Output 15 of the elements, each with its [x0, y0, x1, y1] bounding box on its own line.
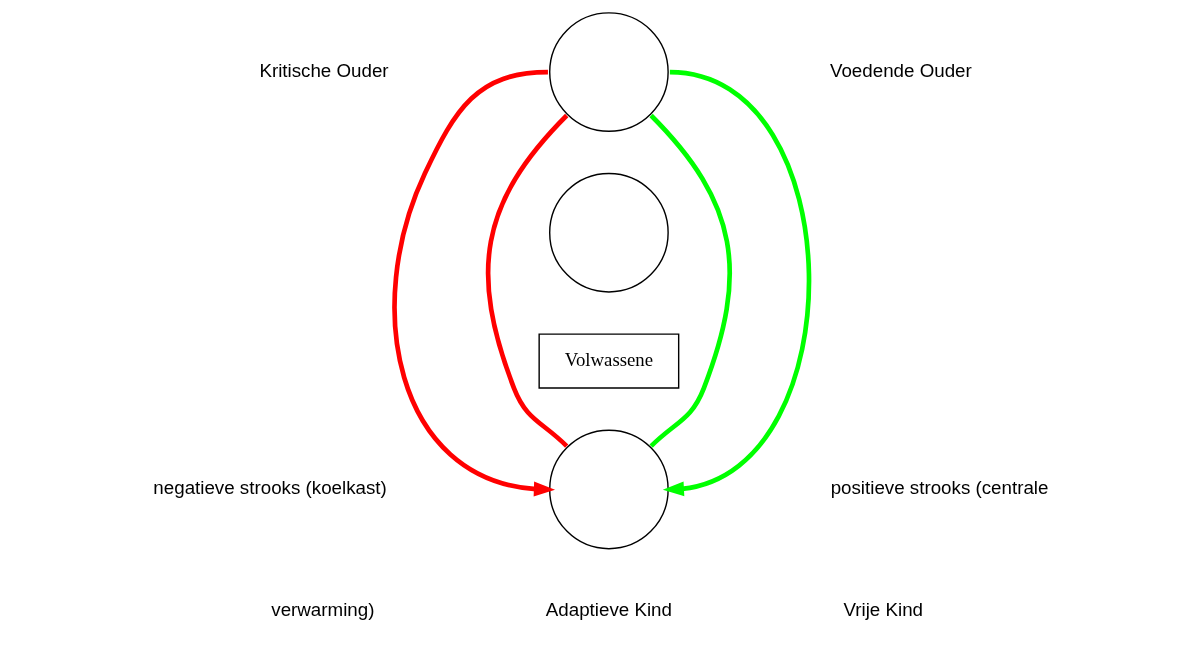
label: Vrije Kind: [842, 599, 923, 621]
node-box: Volwassene: [537, 333, 679, 389]
connector: [485, 113, 568, 448]
arrow: [662, 69, 811, 497]
connector: [648, 113, 732, 448]
label: Voedende Ouder: [829, 59, 972, 81]
label: verwarming): [270, 599, 374, 621]
node-circle: [548, 172, 669, 293]
node-circle: [548, 429, 669, 550]
node-circle: [548, 12, 669, 132]
label: Kritische Ouder: [258, 59, 389, 81]
label: negatieve strooks (koelkast): [152, 476, 387, 498]
label: positieve strooks (centrale: [830, 476, 1048, 498]
label: Adaptieve Kind: [545, 599, 672, 621]
arrow: [391, 69, 555, 497]
